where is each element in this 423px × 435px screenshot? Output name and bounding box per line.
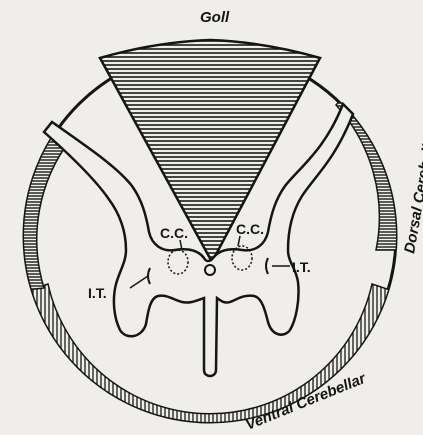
label-it-left: I.T. xyxy=(88,285,107,301)
label-cc-left: C.C. xyxy=(160,225,188,241)
central-canal xyxy=(205,265,215,275)
label-dorsal-cerebellar: Dorsal Cerebellar xyxy=(401,128,423,254)
label-cc-right: C.C. xyxy=(236,221,264,237)
label-goll: Goll xyxy=(200,9,230,26)
label-it-right: I.T. xyxy=(292,259,311,275)
